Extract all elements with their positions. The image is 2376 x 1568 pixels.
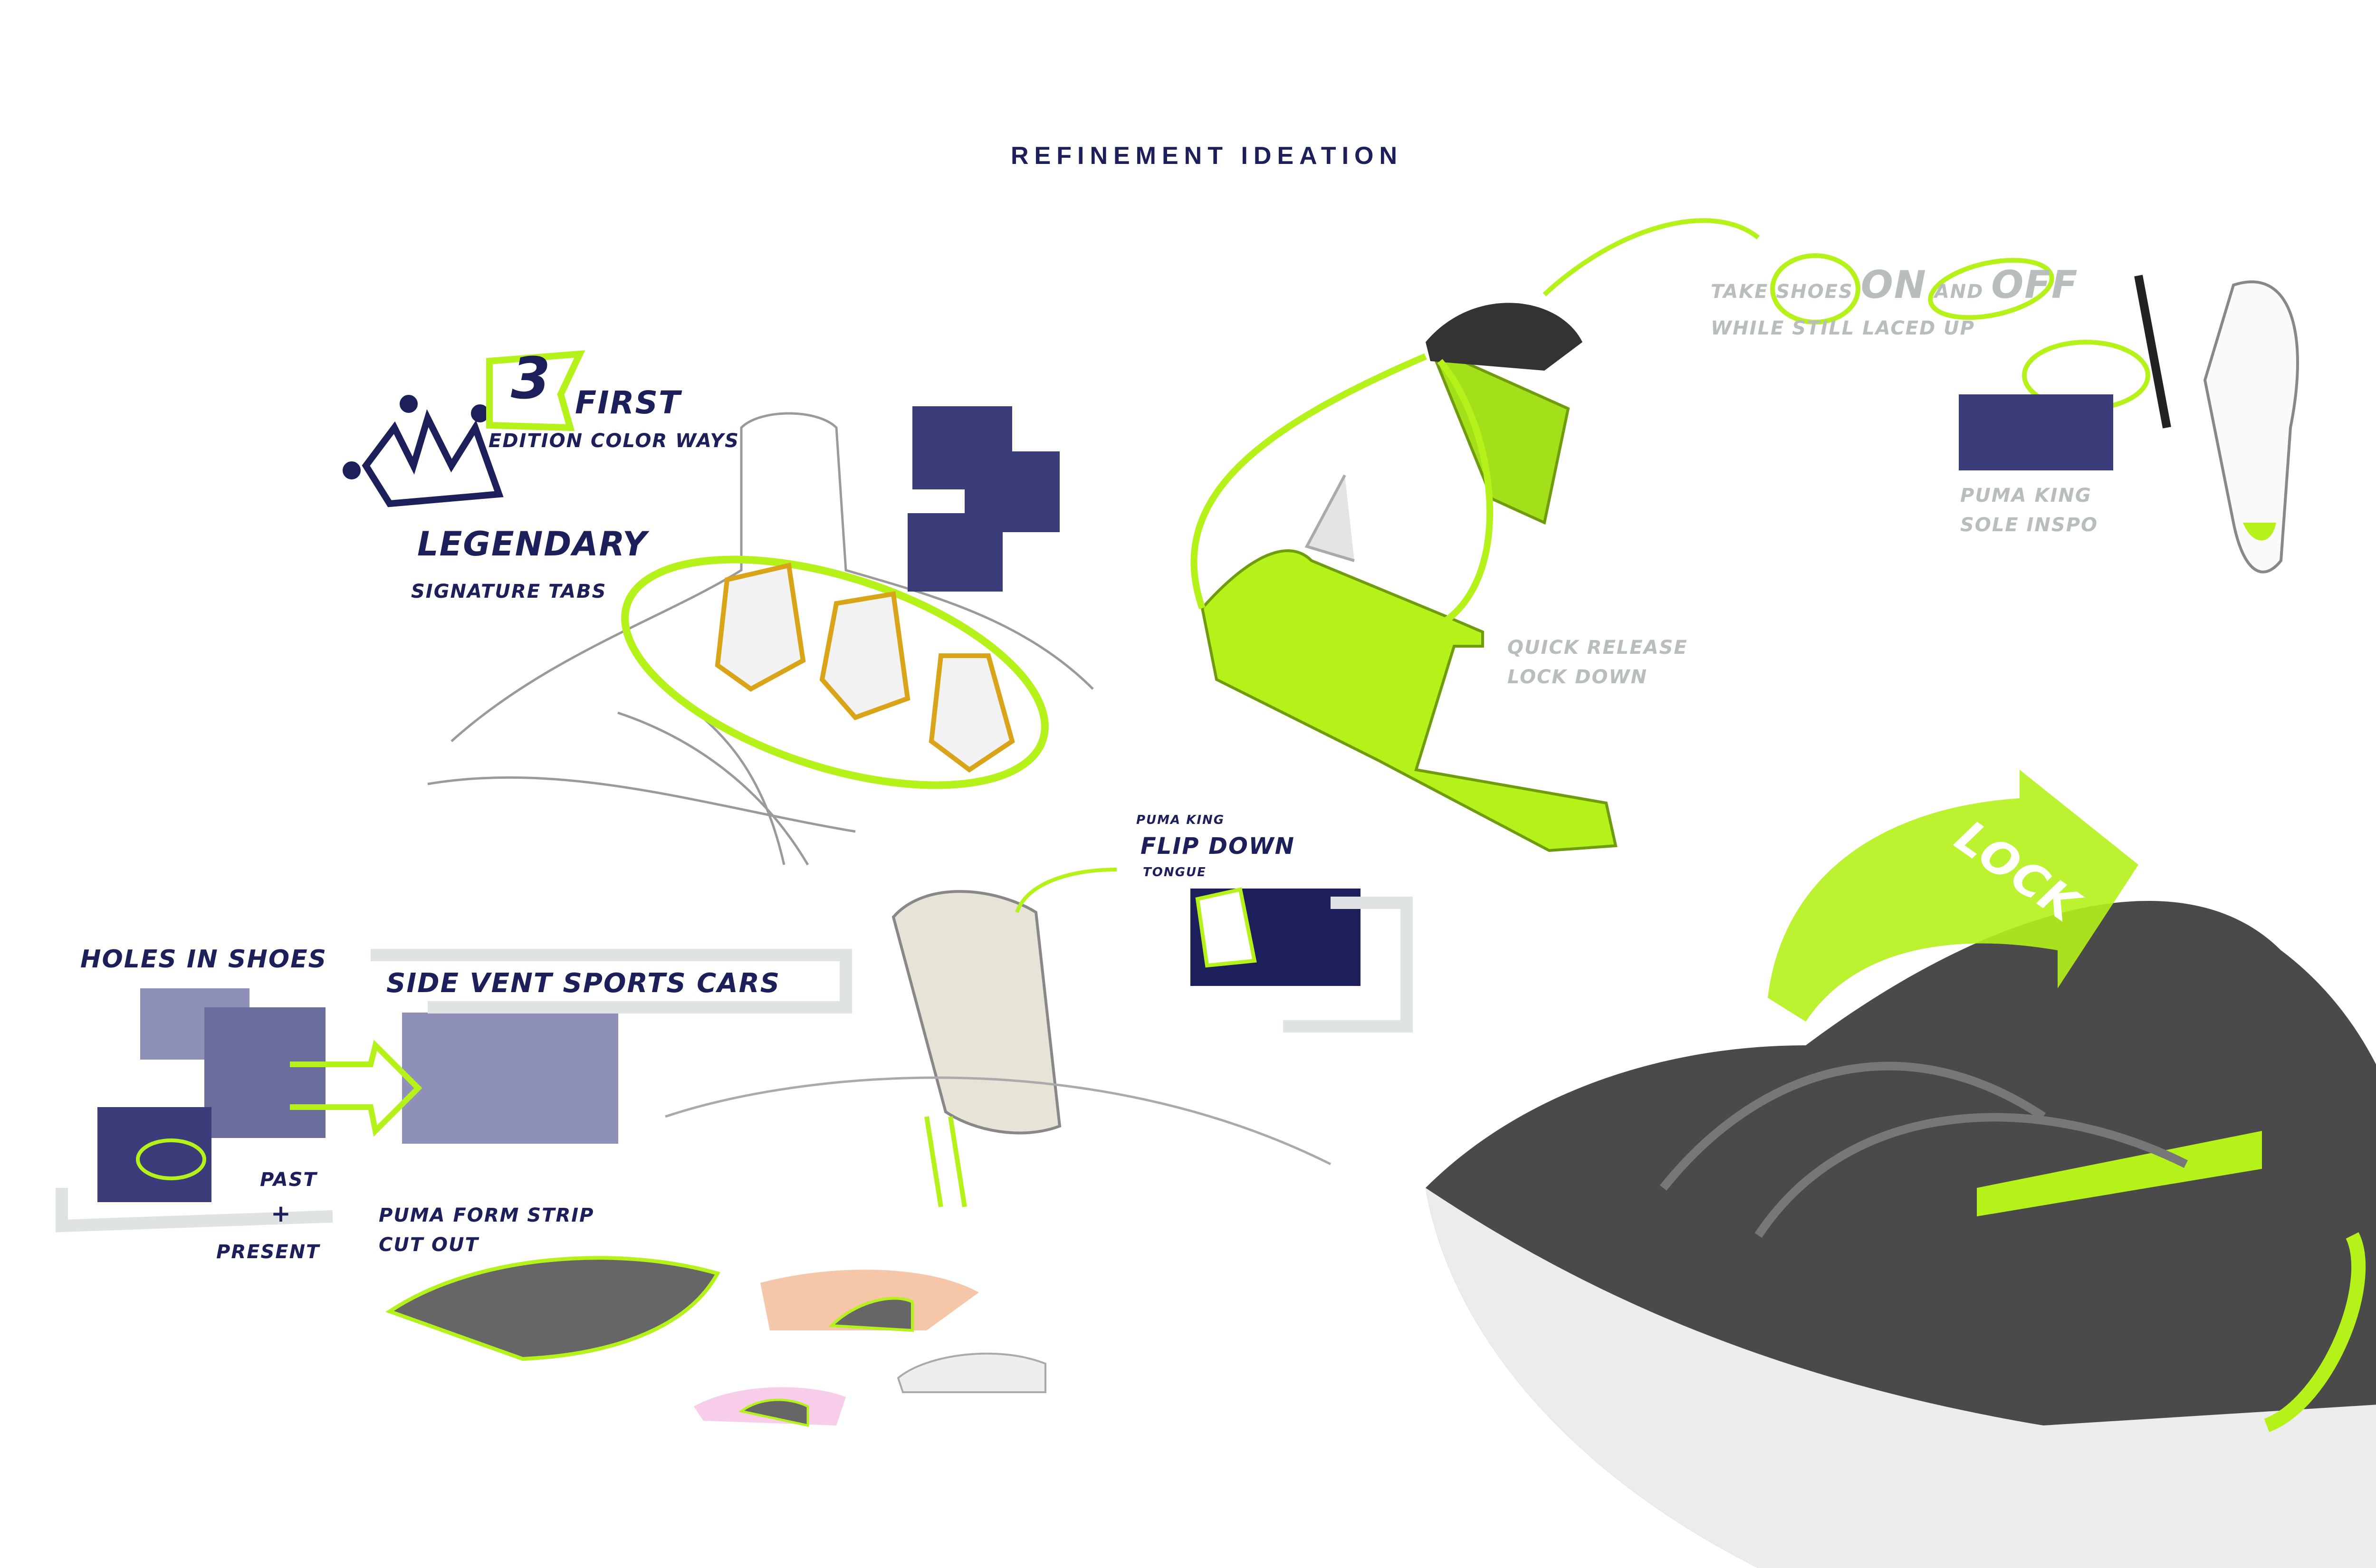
first-label: FIRST bbox=[575, 384, 681, 421]
take-shoes-line2: WHILE STILL LACED UP bbox=[1711, 317, 1975, 339]
sole-inspo-line2: SOLE INSPO bbox=[1960, 514, 2098, 536]
take-shoes-line1: TAKE SHOES ON AND OFF bbox=[1711, 266, 2079, 304]
quick-release-strap-sketch bbox=[1190, 218, 1760, 852]
form-strip-sketches bbox=[385, 1256, 1046, 1427]
form-strip-line2: CUT OUT bbox=[379, 1234, 479, 1256]
on-off-circles bbox=[1770, 253, 2054, 325]
quick-release-line1: QUICK RELEASE bbox=[1507, 637, 1688, 659]
signature-tab-badges bbox=[715, 562, 1015, 773]
side-vent-photos bbox=[97, 988, 618, 1202]
edition-label: EDITION COLOR WAYS bbox=[489, 430, 739, 452]
crown-icon bbox=[343, 395, 504, 507]
signature-tabs-label: SIGNATURE TABS bbox=[411, 581, 607, 602]
on-word: ON bbox=[1860, 263, 1927, 307]
lock-shoe-render bbox=[1426, 770, 2376, 1568]
flip-line1: PUMA KING bbox=[1136, 813, 1225, 827]
legendary-label: LEGENDARY bbox=[417, 525, 648, 564]
quick-release-line2: LOCK DOWN bbox=[1507, 666, 1648, 688]
flip-line3: TONGUE bbox=[1143, 865, 1207, 880]
puma-sole-sketch bbox=[1959, 275, 2299, 574]
take-shoes-text: TAKE SHOES bbox=[1711, 281, 1853, 303]
number-box bbox=[486, 350, 585, 431]
sole-inspo-line1: PUMA KING bbox=[1960, 485, 2092, 507]
page-title: REFINEMENT IDEATION bbox=[1011, 142, 1403, 170]
grey-frame-strokes bbox=[56, 897, 1413, 1233]
number-three: 3 bbox=[511, 346, 552, 412]
holes-in-shoes-label: HOLES IN SHOES bbox=[80, 945, 327, 974]
tongue-sketch bbox=[665, 868, 1360, 1207]
past-label: PAST bbox=[260, 1169, 317, 1191]
off-word: OFF bbox=[1991, 263, 2079, 307]
signature-tabs-circle bbox=[621, 555, 1049, 789]
and-word: AND bbox=[1934, 281, 1984, 303]
plus-label: + bbox=[271, 1200, 292, 1227]
present-label: PRESENT bbox=[216, 1241, 320, 1263]
flip-line2: FLIP DOWN bbox=[1140, 833, 1295, 860]
side-vent-label: SIDE VENT SPORTS CARS bbox=[386, 968, 781, 999]
photo-collage-legends bbox=[908, 406, 1060, 592]
form-strip-line1: PUMA FORM STRIP bbox=[379, 1205, 594, 1226]
